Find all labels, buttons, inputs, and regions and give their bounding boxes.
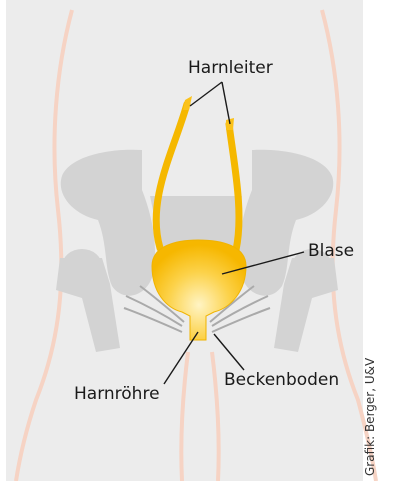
ureters-label: Harnleiter [188, 60, 273, 77]
bladder-label: Blase [308, 243, 354, 260]
urethra-label: Harnröhre [74, 386, 160, 403]
image-credit: Grafik: Berger, U&V [364, 358, 376, 476]
sacrum [150, 196, 242, 244]
pelvic-floor-label: Beckenboden [224, 372, 339, 389]
